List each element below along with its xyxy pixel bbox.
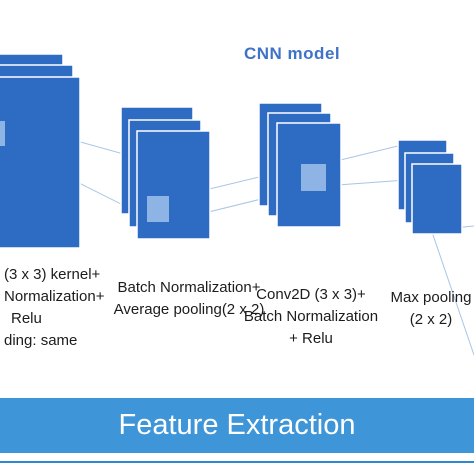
footer-label: Feature Extraction <box>118 409 356 441</box>
focus-patch <box>301 164 326 191</box>
label-line: (2 x 2) <box>409 311 453 328</box>
label-line: Average pooling(2 x 2) <box>113 301 265 318</box>
layer-block-batchnorm-avgpool <box>120 106 211 240</box>
layer-block-maxpool <box>397 139 463 235</box>
label-line: (3 x 3) kernel+ <box>4 266 101 283</box>
layer-label-conv2d: Conv2D (3 x 3)+ Batch Normalization + Re… <box>236 284 386 350</box>
layer-block-conv1 <box>0 53 81 249</box>
layer-block-conv2d <box>258 102 342 228</box>
diagram-title: CNN model <box>244 44 341 63</box>
focus-patch <box>147 196 169 222</box>
label-line: Conv2D (3 x 3)+ <box>256 286 366 303</box>
feature-map <box>0 76 81 249</box>
label-line: Normalization+ <box>4 288 105 305</box>
label-line: Batch Normalization+ <box>117 279 261 296</box>
feature-map <box>136 130 211 240</box>
label-line: + Relu <box>289 330 333 347</box>
focus-patch <box>0 121 5 146</box>
label-line: Max pooling <box>390 289 472 306</box>
label-line: Batch Normalization <box>243 308 379 325</box>
footer-divider <box>0 461 474 463</box>
layer-label-maxpool: Max pooling (2 x 2) <box>384 287 474 331</box>
connector-line <box>431 231 474 356</box>
footer-bar <box>0 398 474 453</box>
label-line: Relu <box>11 310 42 327</box>
feature-map <box>411 163 463 235</box>
label-line: ding: same <box>4 332 78 349</box>
layer-label-conv1: (3 x 3) kernel+ Normalization+ Relu ding… <box>4 264 104 352</box>
layer-label-batchnorm-avgpool: Batch Normalization+ Average pooling(2 x… <box>100 277 278 321</box>
